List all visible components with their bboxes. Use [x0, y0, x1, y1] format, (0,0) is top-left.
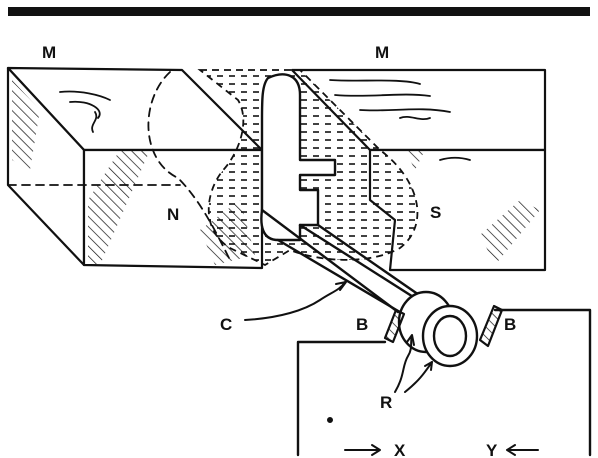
top-rule [8, 7, 590, 16]
label-terminal-x: X [394, 441, 406, 458]
armature-coil [260, 73, 437, 320]
label-brush-right: B [504, 315, 516, 334]
label-pole-south: S [430, 203, 441, 222]
label-coil: C [220, 315, 232, 334]
slip-rings [397, 290, 479, 368]
label-magnet-right: M [375, 43, 389, 62]
pointer-arrows [244, 281, 539, 456]
external-circuit [296, 308, 592, 457]
label-brush-left: B [356, 315, 368, 334]
label-magnet-left: M [42, 43, 56, 62]
label-rings: R [380, 393, 392, 412]
label-terminal-y: Y [486, 441, 498, 458]
label-pole-north: N [167, 205, 179, 224]
